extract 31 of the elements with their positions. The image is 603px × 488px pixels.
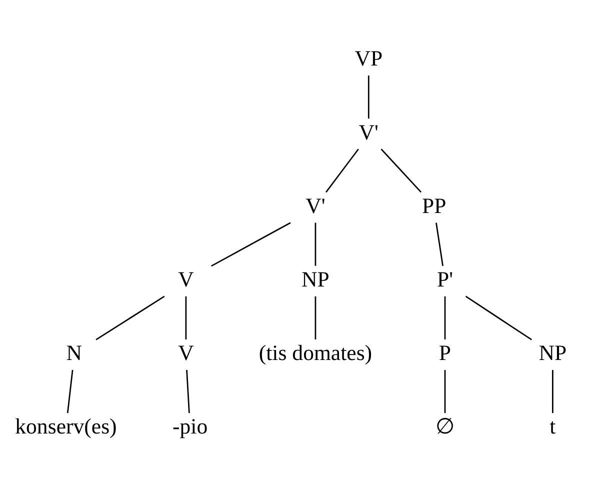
connector [436, 222, 444, 266]
connector [314, 296, 316, 339]
node-text: NP [302, 266, 330, 291]
node-text: VP [354, 46, 383, 70]
connector [185, 296, 187, 339]
connector [465, 295, 532, 340]
connector [444, 369, 446, 413]
node-text: V' [358, 120, 378, 144]
node-text: ∅ [435, 414, 454, 438]
connector [96, 295, 165, 340]
node-text: P [438, 340, 452, 365]
node-text: P' [436, 266, 454, 291]
node-text: V [178, 340, 194, 365]
node-text: PP [422, 193, 446, 218]
node-text: t [550, 414, 556, 438]
node-text: V [178, 266, 194, 291]
connector [186, 369, 190, 413]
node-text: N [66, 340, 82, 365]
connector [552, 369, 554, 413]
node-text: (tis domates) [258, 340, 372, 365]
node-text: -pio [172, 414, 208, 438]
connector [66, 369, 74, 413]
node-text: NP [538, 340, 567, 365]
node-text: V' [306, 193, 326, 218]
connector [368, 75, 370, 118]
connector [326, 148, 359, 192]
connector [444, 296, 446, 339]
connector [210, 222, 291, 266]
connector [314, 222, 316, 266]
node-text: konserv(es) [15, 414, 117, 438]
connector [380, 148, 422, 192]
